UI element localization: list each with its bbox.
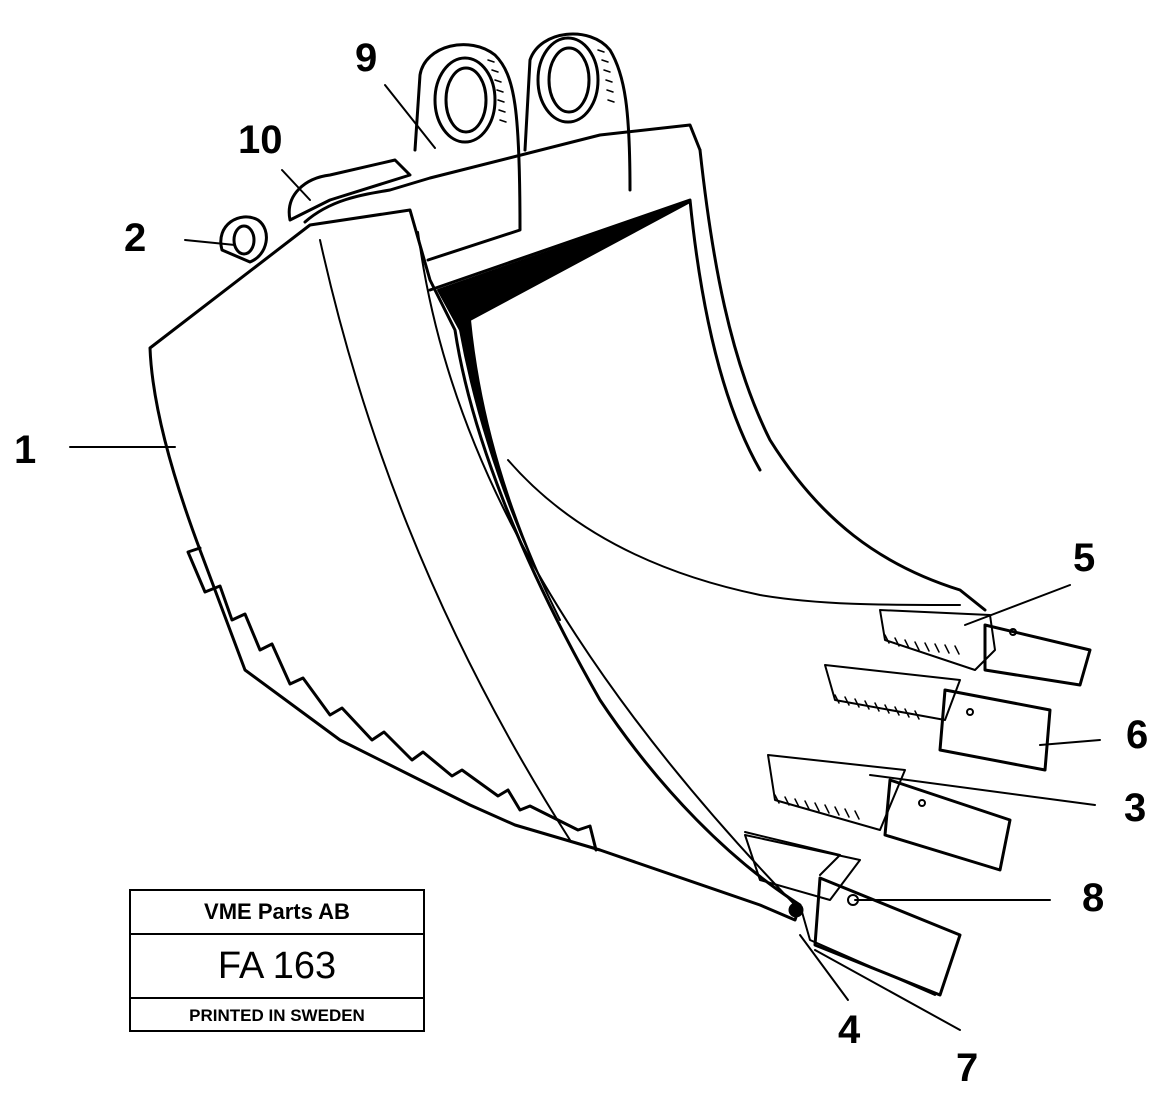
callout-5: 5: [1073, 536, 1096, 580]
lifting-eye-hole: [232, 224, 256, 256]
mounting-ear-left: [413, 43, 522, 262]
cutting-edge-lower: [799, 904, 936, 996]
tooth-pin-3: [918, 799, 926, 807]
leader-6: [1039, 739, 1101, 746]
cutting-edge-bolt: [788, 902, 804, 918]
leader-lines: [69, 84, 1101, 1031]
leader-4: [799, 934, 849, 1001]
ear-weld-hatch: [487, 49, 615, 123]
title-block-printed: PRINTED IN SWEDEN: [189, 1006, 365, 1025]
leader-10: [281, 169, 311, 201]
leader-9: [384, 84, 436, 149]
bucket-back-curve: [698, 148, 987, 612]
leader-2: [184, 239, 236, 246]
side-plate-bottom-serration: [186, 546, 598, 852]
side-plate-inner-line: [319, 239, 571, 841]
callout-2: 2: [124, 216, 147, 260]
callout-10: 10: [238, 118, 283, 162]
bucket-side-plate: [148, 208, 802, 922]
adapter-weld-hatch: [774, 634, 960, 820]
leader-7: [814, 949, 961, 1031]
leader-3: [869, 774, 1096, 806]
mounting-ear-left-bore: [433, 56, 497, 144]
callout-8: 8: [1082, 876, 1105, 920]
title-block-company: VME Parts AB: [131, 891, 423, 935]
tooth-pin-1: [1009, 628, 1017, 636]
callout-4: 4: [838, 1008, 861, 1052]
mounting-ear-right-bore: [536, 36, 600, 124]
adapter-2: [824, 664, 961, 721]
adapter-4: [744, 834, 861, 901]
bucket-floor-curve: [507, 459, 961, 606]
bucket-inner-shadow: [437, 201, 691, 621]
bucket-inner-edge: [428, 198, 762, 472]
callout-6: 6: [1126, 713, 1149, 757]
mounting-ear-left-bore-inner: [444, 66, 488, 134]
bucket-top-edge: [303, 123, 702, 224]
mounting-ear-right-bore-inner: [547, 46, 591, 114]
tooth-pin-2: [966, 708, 974, 716]
callout-3: 3: [1124, 786, 1147, 830]
link-bracket: [287, 158, 412, 222]
tooth-1: [983, 623, 1092, 687]
side-plate-front-line: [417, 231, 796, 906]
adapter-3: [767, 754, 906, 831]
tooth-4: [813, 876, 962, 997]
title-block: VME Parts AB FA 163 PRINTED IN SWEDEN: [129, 889, 425, 1032]
adapter-1: [879, 609, 996, 671]
callout-7: 7: [956, 1046, 979, 1090]
lifting-eye: [219, 215, 268, 264]
tooth-2: [938, 688, 1052, 772]
leader-5: [964, 584, 1071, 626]
callout-9: 9: [355, 36, 378, 80]
title-block-code: FA 163: [131, 935, 423, 999]
mounting-ear-right: [523, 32, 632, 192]
callout-1: 1: [14, 428, 37, 472]
tooth-3: [883, 778, 1012, 872]
tooth-row: [744, 609, 1092, 997]
